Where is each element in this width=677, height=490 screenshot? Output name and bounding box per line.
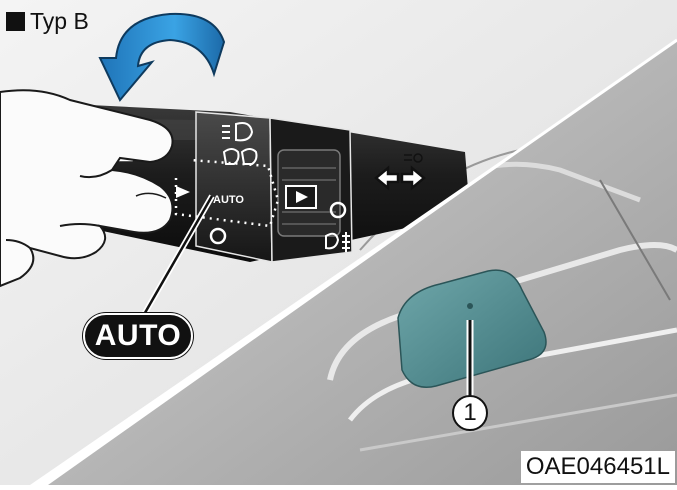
off-circle-mark: [209, 227, 227, 245]
variant-label: Typ B: [6, 8, 89, 34]
fog-lamp-icon: [325, 232, 350, 252]
figure-code: OAE046451L: [520, 451, 675, 483]
rotate-arrow-icon: [98, 12, 226, 102]
turn-signal-arrows-icon: [374, 165, 426, 191]
off-circle-mark-2: [329, 201, 347, 219]
variant-label-text: Typ B: [30, 8, 89, 34]
hand: [0, 89, 174, 288]
parking-light-icon: [222, 148, 258, 165]
callout-number-badge: 1: [452, 395, 488, 431]
light-switch-stalk: [0, 89, 470, 320]
auto-callout-pill: [83, 313, 193, 359]
auto-switch-mark: AUTO: [213, 194, 244, 206]
bullet-square-icon: [6, 11, 25, 31]
high-beam-icon: [222, 122, 254, 142]
panel-divider: [39, 38, 677, 487]
auto-callout-label: AUTO: [94, 319, 182, 352]
